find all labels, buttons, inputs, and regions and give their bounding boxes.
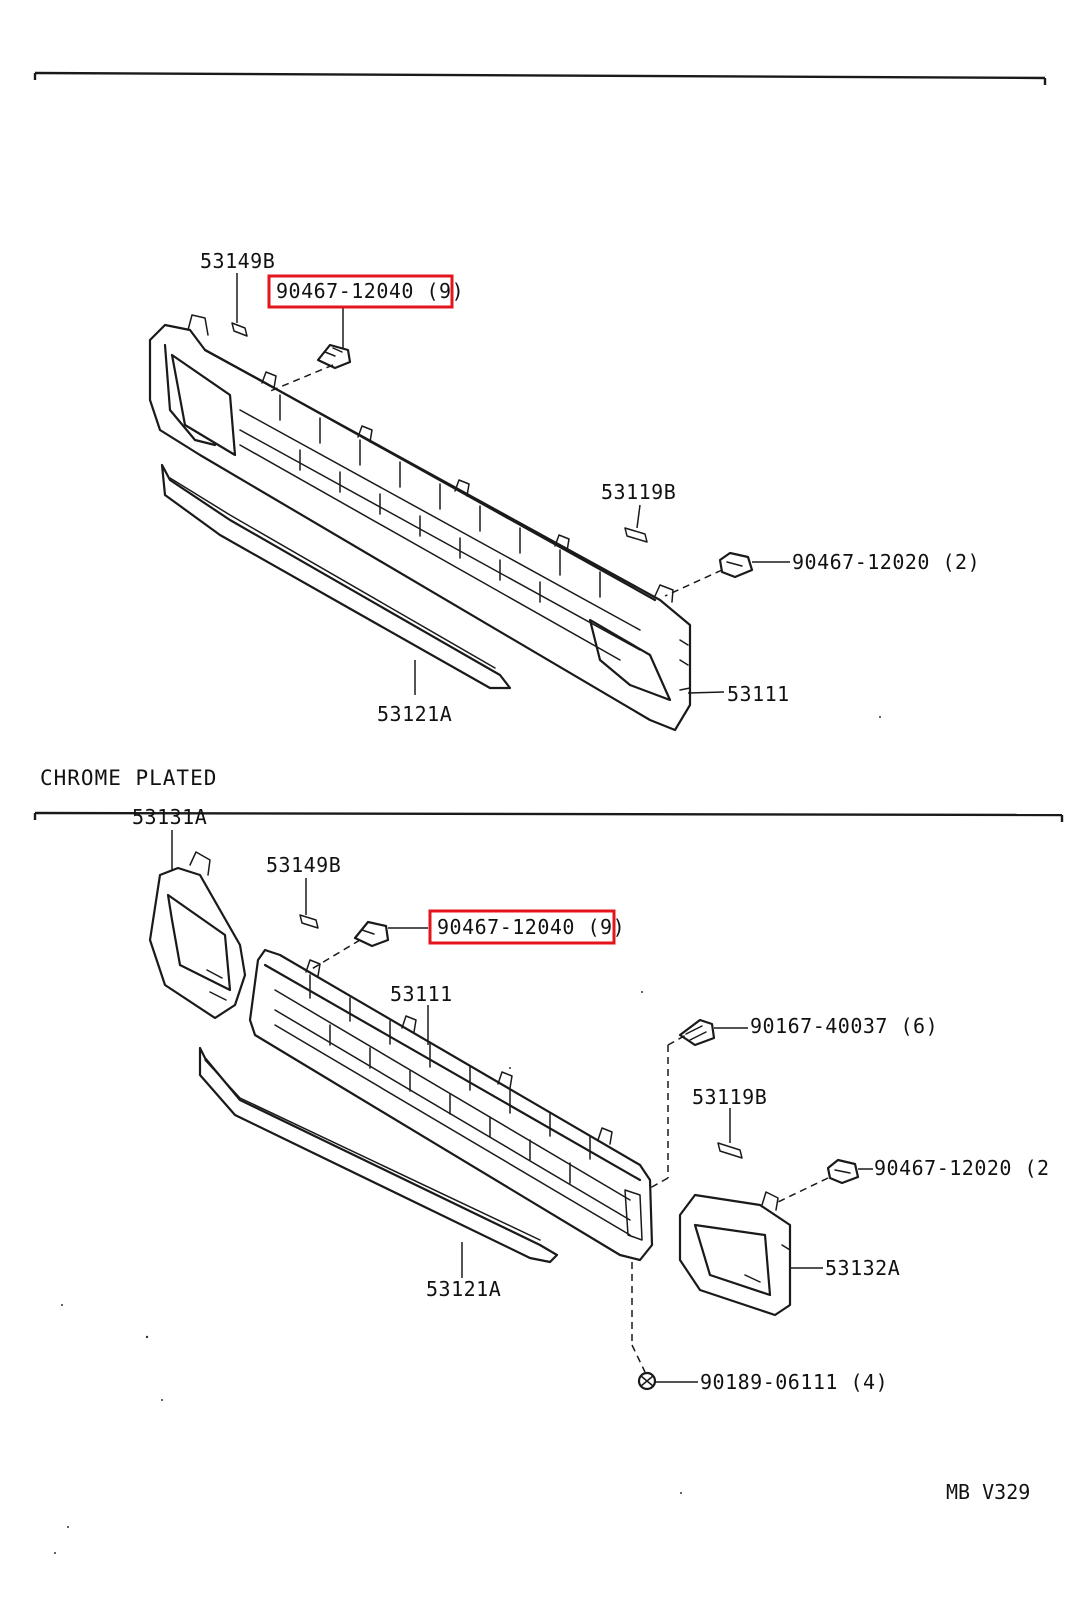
- upper-label-53121a: 53121A: [377, 702, 452, 726]
- lower-grille-drawing: [248, 948, 654, 1262]
- scan-specks: [54, 716, 881, 1554]
- lower-label-53149b: 53149B: [266, 853, 341, 877]
- upper-label-53111: 53111: [727, 682, 790, 706]
- upper-leader-lines: [236, 273, 790, 695]
- lower-leader-lines: [171, 830, 873, 1383]
- top-rule: [33, 71, 1047, 85]
- upper-clip-90467-12040-drawing: [316, 343, 352, 370]
- lower-rivet-90189-06111-drawing: [637, 1371, 657, 1391]
- lower-right-bezel-drawing: [678, 1191, 792, 1317]
- lower-label-90189-06111: 90189-06111 (4): [700, 1370, 888, 1394]
- lower-label-90467-12020: 90467-12020 (2: [874, 1156, 1050, 1180]
- upper-clip-90467-12020-drawing: [718, 551, 754, 579]
- lower-highlight-box: [428, 909, 616, 945]
- lower-label-53121a: 53121A: [426, 1277, 501, 1301]
- lower-molding-drawing: [198, 1046, 559, 1264]
- lower-clip-90467-12040-drawing: [353, 920, 390, 948]
- lower-clip-90467-12020-drawing: [826, 1158, 860, 1185]
- section-divider-rule: [33, 811, 1064, 822]
- lower-label-90167-40037: 90167-40037 (6): [750, 1014, 938, 1038]
- upper-bracket-53149b-drawing: [231, 322, 248, 337]
- diagram-code: MB V329: [946, 1480, 1030, 1504]
- lower-left-bezel-drawing: [148, 851, 247, 1020]
- upper-label-53119b: 53119B: [601, 480, 676, 504]
- upper-highlight-box: [267, 274, 454, 309]
- lower-label-90467-12040: 90467-12040 (9): [437, 915, 625, 939]
- section-heading-chrome-plated: CHROME PLATED: [40, 766, 217, 790]
- upper-label-53149b: 53149B: [200, 249, 275, 273]
- lower-label-53111: 53111: [390, 982, 453, 1006]
- lower-bracket-53149b-drawing: [299, 914, 319, 929]
- upper-label-90467-12040: 90467-12040 (9): [276, 279, 464, 303]
- lower-screw-90167-40037-drawing: [678, 1018, 716, 1047]
- upper-molding-drawing: [160, 463, 512, 690]
- lower-bracket-53119b-drawing: [717, 1142, 743, 1159]
- lower-label-53131a: 53131A: [132, 805, 207, 829]
- upper-label-90467-12020: 90467-12020 (2): [792, 550, 980, 574]
- lower-label-53119b: 53119B: [692, 1085, 767, 1109]
- lower-label-53132a: 53132A: [825, 1256, 900, 1280]
- upper-bracket-53119b-drawing: [624, 527, 648, 543]
- upper-grille-drawing: [148, 314, 692, 732]
